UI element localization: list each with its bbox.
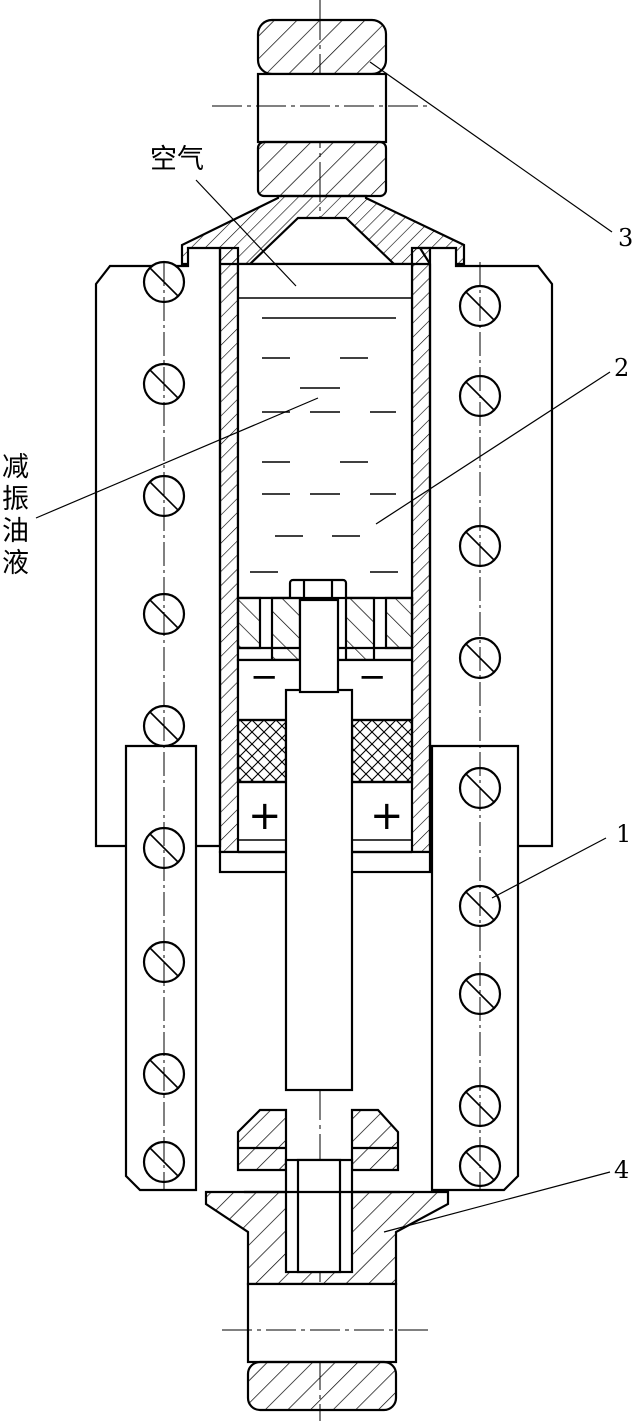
cylinder-wall-left bbox=[218, 246, 240, 854]
damper-oil-char-4: 液 bbox=[2, 548, 29, 579]
top-eye-bore bbox=[256, 72, 388, 144]
part-label-2: 2 bbox=[614, 354, 630, 382]
leader-air bbox=[195, 179, 297, 287]
oil-dash-marks bbox=[250, 317, 398, 573]
piston-rod bbox=[284, 688, 354, 1092]
leader-1 bbox=[491, 837, 607, 899]
damper-oil-char-1: 减 bbox=[2, 452, 29, 483]
leader-oil bbox=[35, 397, 319, 519]
bottom-eye-bore bbox=[246, 1282, 398, 1364]
seal-left bbox=[236, 718, 288, 784]
damper-oil-char-2: 振 bbox=[2, 484, 29, 515]
plus-sign-right: + bbox=[370, 793, 404, 839]
top-eye-upper bbox=[256, 18, 388, 76]
leader-3 bbox=[369, 61, 613, 233]
seal-right bbox=[350, 718, 414, 784]
leader-4 bbox=[383, 1171, 611, 1233]
air-label: 空气 bbox=[150, 144, 204, 175]
part-label-3: 3 bbox=[618, 224, 634, 252]
top-eye-lower bbox=[256, 140, 388, 198]
part-label-4: 4 bbox=[614, 1156, 630, 1184]
minus-sign-right: − bbox=[358, 657, 387, 697]
damper-oil-char-3: 油 bbox=[2, 516, 29, 547]
bottom-eye-lower bbox=[246, 1360, 398, 1412]
upper-shell bbox=[94, 246, 222, 848]
oil-chamber bbox=[236, 262, 414, 600]
leader-2 bbox=[375, 371, 611, 525]
lower-shell-right bbox=[430, 744, 520, 1192]
damper-oil-label: 减 振 油 液 bbox=[2, 452, 32, 580]
plus-sign-left: + bbox=[248, 793, 282, 839]
part-label-1: 1 bbox=[616, 820, 632, 848]
minus-sign-left: − bbox=[250, 657, 279, 697]
rod-guide bbox=[236, 1108, 288, 1172]
cylinder-wall-right bbox=[410, 246, 432, 854]
